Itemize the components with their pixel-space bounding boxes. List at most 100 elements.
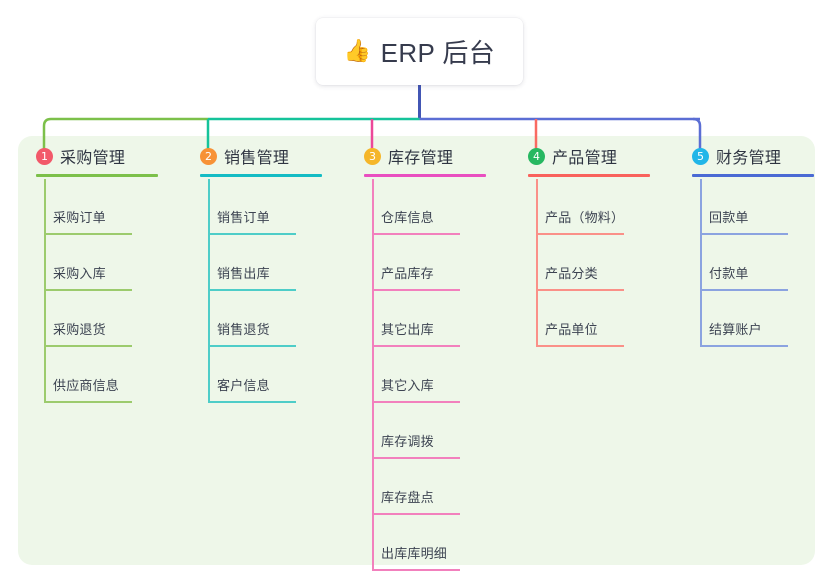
column-header-3[interactable]: 3 库存管理 [346,136,506,177]
column-underline-5 [692,174,814,177]
list-item-underline [44,401,132,403]
list-item-underline [372,513,460,515]
column-header-4[interactable]: 4 产品管理 [510,136,670,177]
list-item-label: 其它出库 [381,322,434,337]
list-item-underline [372,401,460,403]
list-item[interactable]: 销售订单 [182,179,342,235]
list-item[interactable]: 仓库信息 [346,179,506,235]
list-item-label: 产品单位 [545,322,598,337]
list-item-label: 采购退货 [53,322,106,337]
list-item-label: 采购入库 [53,266,106,281]
column-header-2[interactable]: 2 销售管理 [182,136,342,177]
list-item[interactable]: 产品分类 [510,235,670,291]
list-item[interactable]: 出库库明细 [346,515,506,571]
list-item-underline [536,233,624,235]
column-spine-5 [700,179,702,347]
column-items-5: 回款单付款单结算账户 [674,179,834,347]
list-item-underline [44,289,132,291]
column-underline-2 [200,174,322,177]
list-item-underline [208,345,296,347]
list-item-underline [372,569,460,571]
column-badge-1: 1 [36,147,53,165]
column-items-2: 销售订单销售出库销售退货客户信息 [182,179,342,403]
list-item-underline [208,401,296,403]
list-item[interactable]: 采购退货 [18,291,178,347]
list-item[interactable]: 采购入库 [18,235,178,291]
column-4: 4 产品管理产品（物料） 产品分类产品单位 [510,136,670,347]
list-item-label: 付款单 [709,266,749,281]
list-item[interactable]: 采购订单 [18,179,178,235]
column-spine-3 [372,179,374,571]
column-2: 2 销售管理销售订单销售出库销售退货客户信息 [182,136,342,403]
list-item[interactable]: 付款单 [674,235,834,291]
column-badge-3: 3 [364,147,381,165]
list-item-underline [536,345,624,347]
column-spine-1 [44,179,46,403]
list-item-label: 采购订单 [53,210,106,225]
list-item-underline [536,289,624,291]
list-item-underline [700,289,788,291]
column-items-1: 采购订单采购入库采购退货供应商信息 [18,179,178,403]
thumbs-up-icon: 👍 [343,37,372,63]
list-item-label: 销售出库 [217,266,270,281]
list-item-underline [372,289,460,291]
content-panel [18,136,815,565]
list-item-underline [208,233,296,235]
list-item-label: 供应商信息 [53,378,120,393]
root-node[interactable]: 👍 ERP 后台 [316,18,523,85]
list-item-underline [372,345,460,347]
list-item[interactable]: 结算账户 [674,291,834,347]
column-title-4: 产品管理 [552,150,618,167]
list-item-underline [700,233,788,235]
list-item-label: 库存调拨 [381,434,434,449]
list-item[interactable]: 销售出库 [182,235,342,291]
list-item[interactable]: 产品（物料） [510,179,670,235]
list-item[interactable]: 库存盘点 [346,459,506,515]
root-title-text: ERP 后台 [380,38,496,68]
list-item[interactable]: 其它入库 [346,347,506,403]
list-item-underline [700,345,788,347]
list-item[interactable]: 其它出库 [346,291,506,347]
column-title-3: 库存管理 [388,150,454,167]
column-3: 3 库存管理仓库信息产品库存其它出库其它入库库存调拨库存盘点出库库明细 [346,136,506,571]
list-item[interactable]: 销售退货 [182,291,342,347]
column-spine-4 [536,179,538,347]
column-title-2: 销售管理 [224,150,290,167]
list-item-label: 产品分类 [545,266,598,281]
column-title-5: 财务管理 [716,150,782,167]
list-item-label: 销售退货 [217,322,270,337]
list-item[interactable]: 回款单 [674,179,834,235]
column-1: 1 采购管理采购订单采购入库采购退货供应商信息 [18,136,178,403]
list-item-label: 仓库信息 [381,210,434,225]
list-item-underline [372,457,460,459]
list-item-label: 出库库明细 [381,546,448,561]
list-item-label: 回款单 [709,210,749,225]
list-item-underline [208,289,296,291]
list-item[interactable]: 供应商信息 [18,347,178,403]
column-header-1[interactable]: 1 采购管理 [18,136,178,177]
list-item[interactable]: 产品单位 [510,291,670,347]
list-item-label: 库存盘点 [381,490,434,505]
column-5: 5 财务管理回款单付款单结算账户 [674,136,834,347]
column-badge-4: 4 [528,147,545,165]
list-item-label: 销售订单 [217,210,270,225]
column-header-5[interactable]: 5 财务管理 [674,136,834,177]
list-item[interactable]: 产品库存 [346,235,506,291]
column-items-4: 产品（物料） 产品分类产品单位 [510,179,670,347]
list-item-label: 结算账户 [709,322,762,337]
column-badge-2: 2 [200,147,217,165]
column-items-3: 仓库信息产品库存其它出库其它入库库存调拨库存盘点出库库明细 [346,179,506,571]
list-item-underline [372,233,460,235]
column-underline-4 [528,174,650,177]
list-item-label: 产品（物料） [545,210,625,225]
list-item[interactable]: 库存调拨 [346,403,506,459]
column-title-1: 采购管理 [60,150,126,167]
column-badge-5: 5 [692,147,709,165]
list-item-label: 客户信息 [217,378,270,393]
list-item[interactable]: 客户信息 [182,347,342,403]
list-item-underline [44,345,132,347]
list-item-label: 产品库存 [381,266,434,281]
column-spine-2 [208,179,210,403]
list-item-underline [44,233,132,235]
